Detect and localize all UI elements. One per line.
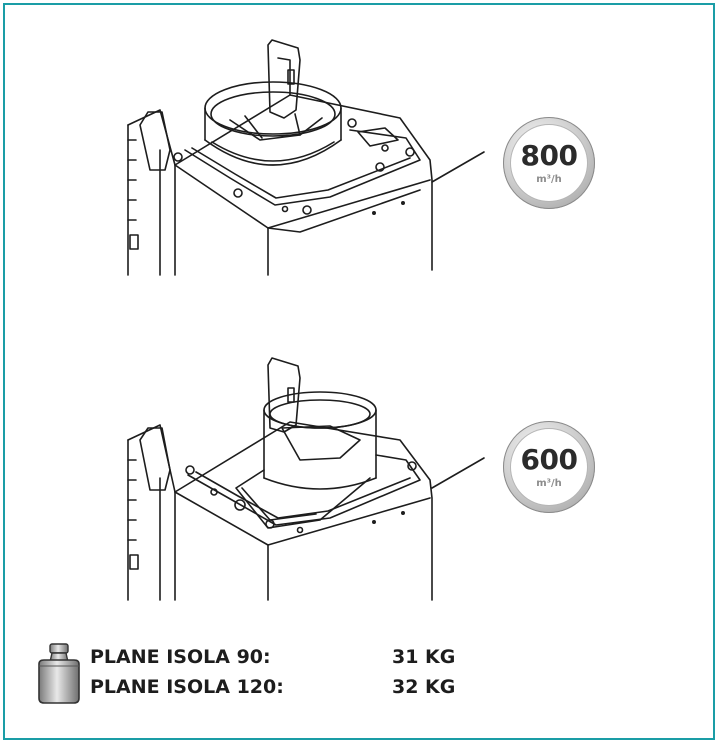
airflow-badge-inner: 600 m³/h bbox=[511, 429, 587, 505]
weight-row-90: PLANE ISOLA 90: 31 KG bbox=[90, 646, 510, 676]
airflow-badge-800: 800 m³/h bbox=[503, 117, 595, 209]
weight-label: PLANE ISOLA 90: bbox=[90, 646, 271, 668]
weight-value: 32 KG bbox=[392, 676, 456, 698]
page-frame bbox=[3, 3, 715, 740]
airflow-unit: m³/h bbox=[536, 478, 562, 489]
airflow-badge-inner: 800 m³/h bbox=[511, 125, 587, 201]
weight-row-120: PLANE ISOLA 120: 32 KG bbox=[90, 676, 510, 706]
hood-unit-800 bbox=[127, 39, 485, 276]
airflow-value: 800 bbox=[520, 139, 578, 172]
airflow-value: 600 bbox=[520, 443, 578, 476]
hood-unit-600 bbox=[127, 357, 485, 601]
weights-list: PLANE ISOLA 90: 31 KG PLANE ISOLA 120: 3… bbox=[90, 646, 510, 706]
airflow-unit: m³/h bbox=[536, 174, 562, 185]
airflow-badge-600: 600 m³/h bbox=[503, 421, 595, 513]
weight-icon bbox=[38, 643, 80, 704]
weight-label: PLANE ISOLA 120: bbox=[90, 676, 284, 698]
weight-value: 31 KG bbox=[392, 646, 456, 668]
